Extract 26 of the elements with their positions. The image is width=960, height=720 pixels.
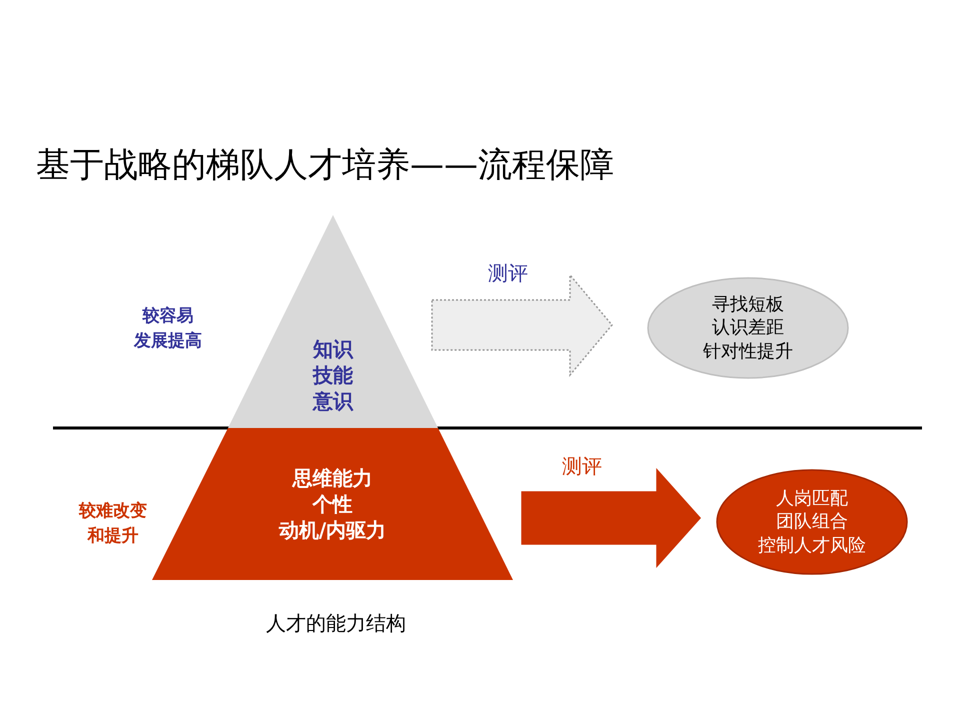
block-arrow — [521, 468, 701, 568]
result-ellipse — [717, 470, 907, 574]
node-text: 个性 — [312, 491, 352, 517]
node-text: 技能 — [313, 362, 353, 388]
node-text: 意识 — [313, 388, 353, 414]
pyramid-tip — [228, 215, 438, 428]
side-note: 发展提高 — [134, 330, 202, 352]
node-text: 控制人才风险 — [758, 534, 866, 558]
node-text: 寻找短板 — [712, 292, 784, 316]
node-text: 思维能力 — [292, 465, 372, 491]
node-text: 人岗匹配 — [776, 486, 848, 510]
node-text: 认识差距 — [712, 316, 784, 340]
block-arrow — [431, 272, 613, 378]
caption-text: 人才的能力结构 — [266, 610, 406, 637]
pyramid-base — [152, 428, 513, 580]
side-note: 较容易 — [142, 305, 194, 327]
result-ellipse — [648, 278, 848, 378]
node-text: 动机/内驱力 — [278, 517, 386, 543]
title: 基于战略的梯队人才培养——流程保障 — [36, 144, 614, 187]
node-text: 团队组合 — [776, 510, 848, 534]
node-text: 知识 — [313, 336, 353, 362]
edge-label: 测评 — [488, 260, 528, 287]
side-note: 较难改变 — [79, 500, 147, 522]
side-note: 和提升 — [88, 525, 138, 547]
node-text: 针对性提升 — [703, 340, 793, 364]
edge-label: 测评 — [562, 453, 602, 480]
